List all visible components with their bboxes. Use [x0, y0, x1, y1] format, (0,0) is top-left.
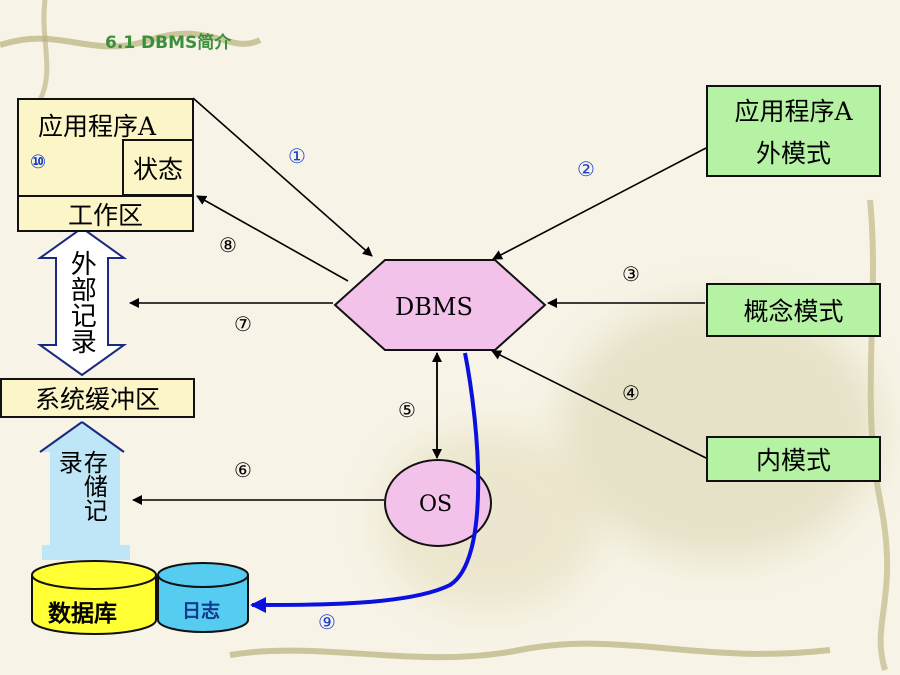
work-area-label: 工作区	[67, 200, 143, 230]
os-label: OS	[419, 492, 453, 517]
status-label: 状态	[132, 154, 183, 184]
arrow-8	[196, 195, 349, 282]
arrow-4	[491, 350, 707, 459]
system-buffer-box: 系统缓冲区	[0, 378, 195, 418]
step-3: ③	[622, 262, 640, 286]
background-texture	[560, 300, 880, 560]
dbms-label: DBMS	[395, 293, 473, 321]
system-buffer-label: 系统缓冲区	[34, 385, 160, 414]
arrow-2	[492, 147, 707, 260]
step-1: ①	[288, 144, 306, 168]
external-schema-box: 应用程序A 外模式	[706, 85, 881, 177]
conceptual-schema-box: 概念模式	[706, 283, 881, 337]
internal-schema-box: 内模式	[706, 436, 881, 482]
external-record-label: 外部记录	[66, 250, 97, 354]
internal-schema-label: 内模式	[755, 446, 831, 475]
stored-record-arrow	[40, 422, 130, 560]
step-10: ⑩	[30, 151, 47, 173]
status-box: 状态	[122, 139, 194, 196]
dbms-hexagon	[333, 259, 547, 351]
arrow-9	[250, 352, 481, 613]
database-label: 数据库	[48, 601, 117, 627]
external-schema-line2: 外模式	[755, 139, 831, 168]
os-circle	[384, 459, 492, 547]
step-6: ⑥	[234, 458, 252, 482]
stored-record-label: 存储记录	[54, 450, 108, 522]
log-cylinder	[157, 562, 249, 633]
conceptual-schema-label: 概念模式	[743, 297, 844, 326]
log-label: 日志	[182, 600, 221, 622]
app-program-label: 应用程序A	[38, 112, 157, 141]
step-5: ⑤	[398, 398, 416, 422]
work-area-box: 工作区	[17, 195, 194, 232]
step-7: ⑦	[234, 312, 252, 336]
page-title: 6.1 DBMS简介	[105, 33, 232, 53]
step-2: ②	[577, 157, 595, 181]
database-cylinder	[31, 560, 157, 635]
external-schema-line1: 应用程序A	[734, 97, 853, 126]
arrow-1	[192, 97, 373, 257]
step-9: ⑨	[318, 610, 336, 634]
external-record-arrow	[36, 226, 128, 377]
step-4: ④	[622, 381, 640, 405]
step-8: ⑧	[219, 233, 237, 257]
